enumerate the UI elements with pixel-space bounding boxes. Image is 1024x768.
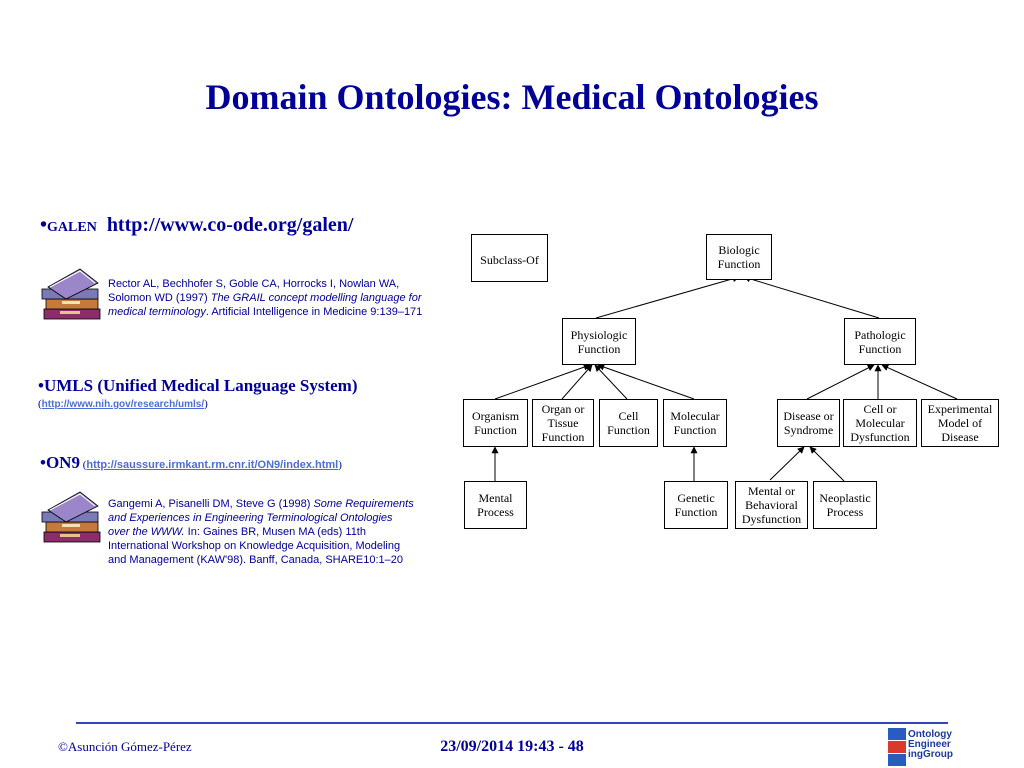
on9-ref-line: Gangemi A, Pisanelli DM, Steve G (1998) …	[108, 497, 414, 511]
edge	[810, 447, 844, 481]
galen-ref-line: Solomon WD (1997) The GRAIL concept mode…	[108, 291, 422, 305]
edge	[495, 365, 590, 399]
on9-ref-text: In: Gaines BR, Musen MA (eds) 11th	[185, 526, 366, 538]
on9-ref-text: Gangemi A, Pisanelli DM, Steve G (1998)	[108, 498, 313, 510]
on9-reference: Gangemi A, Pisanelli DM, Steve G (1998) …	[108, 497, 414, 567]
galen-reference: Rector AL, Bechhofer S, Goble CA, Horroc…	[108, 277, 422, 319]
on9-ref-line: International Workshop on Knowledge Acqu…	[108, 539, 414, 553]
logo-line: ingGroup	[908, 750, 953, 760]
node-cell-function: Cell Function	[599, 399, 658, 447]
umls-url[interactable]: http://www.nih.gov/research/umls/	[42, 399, 204, 410]
edge	[882, 365, 957, 399]
on9-label: ON9	[46, 453, 80, 472]
node-neoplastic-process: Neoplastic Process	[813, 481, 877, 529]
galen-ref-italic: medical terminology	[108, 306, 206, 318]
node-organism-function: Organism Function	[463, 399, 528, 447]
on9-bullet: •ON9 (http://saussure.irmkant.rm.cnr.it/…	[40, 453, 342, 473]
node-experimental-model: Experimental Model of Disease	[921, 399, 999, 447]
galen-ref-line: Rector AL, Bechhofer S, Goble CA, Horroc…	[108, 277, 422, 291]
on9-ref-line: and Management (KAW'98). Banff, Canada, …	[108, 553, 414, 567]
oeg-logo: Ontology Engineer ingGroup	[884, 727, 956, 767]
node-molecular-function: Molecular Function	[663, 399, 727, 447]
logo-mark-icon	[888, 728, 906, 766]
node-genetic-function: Genetic Function	[664, 481, 728, 529]
on9-url[interactable]: http://saussure.irmkant.rm.cnr.it/ON9/in…	[86, 459, 338, 471]
on9-ref-italic: and Experiences in Engineering Terminolo…	[108, 512, 393, 524]
edge	[598, 365, 694, 399]
edge	[596, 277, 739, 318]
books-icon	[40, 265, 104, 323]
node-mental-behavioral-dysfunction: Mental or Behavioral Dysfunction	[735, 481, 808, 529]
galen-url[interactable]: http://www.co-ode.org/galen/	[107, 214, 354, 236]
edge	[744, 277, 879, 318]
node-pathologic-function: Pathologic Function	[844, 318, 916, 365]
books-icon	[40, 488, 104, 546]
on9-ref-italic: Some Requirements	[313, 498, 413, 510]
on9-ref-italic: over the WWW.	[108, 526, 185, 538]
node-physiologic-function: Physiologic Function	[562, 318, 636, 365]
ontology-diagram: Subclass-Of Biologic Function Physiologi…	[456, 225, 1016, 545]
galen-label: GALEN	[47, 220, 97, 235]
node-mental-process: Mental Process	[464, 481, 527, 529]
slide-title: Domain Ontologies: Medical Ontologies	[0, 76, 1024, 118]
node-organ-tissue-function: Organ or Tissue Function	[532, 399, 594, 447]
on9-ref-line: and Experiences in Engineering Terminolo…	[108, 511, 414, 525]
node-biologic-function: Biologic Function	[706, 234, 772, 280]
node-disease-syndrome: Disease or Syndrome	[777, 399, 840, 447]
edge	[770, 447, 804, 480]
legend-label: Subclass-Of	[480, 253, 539, 267]
legend-box: Subclass-Of	[471, 234, 548, 282]
node-cell-molecular-dysfunction: Cell or Molecular Dysfunction	[843, 399, 917, 447]
umls-bullet: •UMLS (Unified Medical Language System)	[38, 376, 358, 396]
footer-datetime: 23/09/2014 19:43 - 48	[0, 738, 1024, 756]
umls-label: UMLS (Unified Medical Language System)	[44, 376, 358, 395]
galen-bullet: •GALEN http://www.co-ode.org/galen/	[40, 214, 353, 237]
umls-paren-close: )	[204, 398, 208, 410]
galen-ref-line: medical terminology. Artificial Intellig…	[108, 305, 422, 319]
on9-paren-close: )	[338, 459, 342, 471]
on9-ref-line: over the WWW. In: Gaines BR, Musen MA (e…	[108, 525, 414, 539]
galen-ref-text: Solomon WD (1997)	[108, 292, 211, 304]
galen-ref-text: . Artificial Intelligence in Medicine 9:…	[206, 306, 422, 318]
galen-ref-italic: The GRAIL concept modelling language for	[211, 292, 422, 304]
footer-rule	[76, 722, 948, 724]
bullet-mark: •	[40, 214, 47, 236]
umls-link-line: (http://www.nih.gov/research/umls/)	[38, 398, 208, 410]
edge	[807, 365, 874, 399]
